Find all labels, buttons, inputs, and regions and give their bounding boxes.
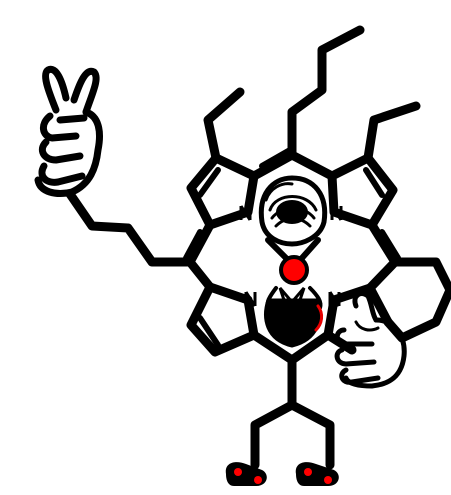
metal-center-icon (279, 255, 309, 285)
nitrogen-label-top-left (239, 205, 252, 221)
shoe-left (225, 462, 267, 486)
nitrogen-label-bottom-right (328, 291, 341, 307)
alkyl-chain-top (287, 25, 365, 160)
coordination-bonds (265, 237, 321, 261)
shoe-icon (225, 462, 339, 486)
porphyrin-skeleton (65, 25, 451, 470)
ethyl-substituents (203, 87, 421, 163)
body-tuxedo (264, 286, 324, 348)
legs (250, 355, 335, 470)
nitrogen-label-bottom-left (244, 291, 257, 307)
peace-sign-hand-icon (34, 65, 103, 197)
nitrogen-label-top-right (330, 205, 343, 221)
nitrogen-atoms (239, 205, 343, 307)
thumbs-up-hand-icon (334, 291, 407, 389)
alkyl-chain-arm (65, 189, 195, 267)
shoe-right (295, 462, 339, 486)
face-icon (258, 175, 328, 247)
pyrrole-ring-bottom-left (186, 282, 259, 357)
pyrrole-ring-top-left (186, 153, 259, 230)
pyrrole-ring-top-right (327, 153, 398, 230)
